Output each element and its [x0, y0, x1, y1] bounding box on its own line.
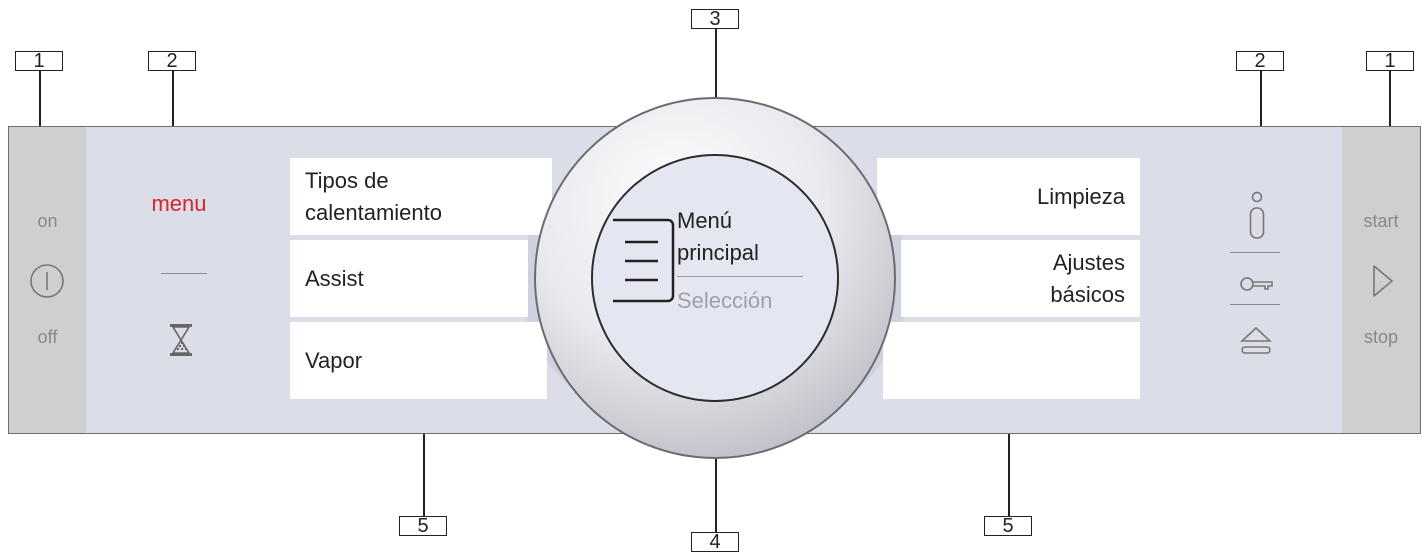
callout-5-left: 5: [399, 516, 447, 536]
callout-3-top: 3: [691, 9, 739, 29]
display-separator: [677, 276, 803, 277]
leader-line-5-right: [1008, 392, 1010, 516]
start-label: start: [1363, 211, 1399, 231]
field-basic-settings[interactable]: Ajustes básicos: [901, 240, 1140, 317]
start-stop-strip[interactable]: start stop: [1342, 127, 1420, 433]
field-steam-label: Vapor: [305, 348, 363, 373]
field-cleaning[interactable]: Limpieza: [877, 158, 1140, 235]
field-basic-settings-line2: básicos: [1050, 282, 1125, 307]
field-assist[interactable]: Assist: [290, 240, 528, 317]
field-assist-label: Assist: [305, 266, 364, 291]
icon-divider-1: [1230, 252, 1280, 253]
callout-2-left: 2: [148, 51, 196, 71]
display-subtitle: Selección: [677, 288, 773, 313]
knob-display[interactable]: Menú principal Selección: [591, 154, 839, 402]
menu-button[interactable]: menu: [151, 191, 207, 216]
on-label: on: [37, 211, 58, 231]
field-basic-settings-line1: Ajustes: [1052, 250, 1125, 275]
display-title-line2: principal: [677, 240, 759, 265]
callout-4-bottom: 4: [691, 532, 739, 552]
display-title-line1: Menú: [677, 208, 733, 233]
on-off-strip[interactable]: on off: [9, 127, 86, 433]
leader-line-5-left: [423, 392, 425, 516]
power-icon[interactable]: [29, 263, 65, 299]
leader-line-2-right: [1260, 71, 1262, 177]
field-steam[interactable]: Vapor: [290, 322, 547, 399]
info-icon[interactable]: [1246, 191, 1268, 241]
field-cleaning-label: Limpieza: [1036, 184, 1125, 209]
callout-5-right: 5: [984, 516, 1032, 536]
key-icon[interactable]: [1239, 274, 1275, 294]
field-heating-types-line2: calentamiento: [305, 200, 442, 225]
menu-lines-icon: [613, 218, 675, 303]
menu-divider: [161, 273, 207, 274]
leader-line-3: [715, 29, 717, 147]
icon-divider-2: [1230, 304, 1280, 305]
hourglass-icon[interactable]: [168, 323, 194, 357]
stop-label: stop: [1363, 327, 1399, 347]
eject-icon[interactable]: [1239, 323, 1273, 357]
callout-1-right: 1: [1366, 51, 1414, 71]
callout-2-right: 2: [1236, 51, 1284, 71]
play-icon[interactable]: [1370, 262, 1396, 300]
off-label: off: [37, 327, 58, 347]
field-heating-types[interactable]: Tipos de calentamiento: [290, 158, 552, 235]
callout-1-left: 1: [15, 51, 63, 71]
field-empty[interactable]: [883, 322, 1140, 399]
field-heating-types-line1: Tipos de: [305, 168, 389, 193]
